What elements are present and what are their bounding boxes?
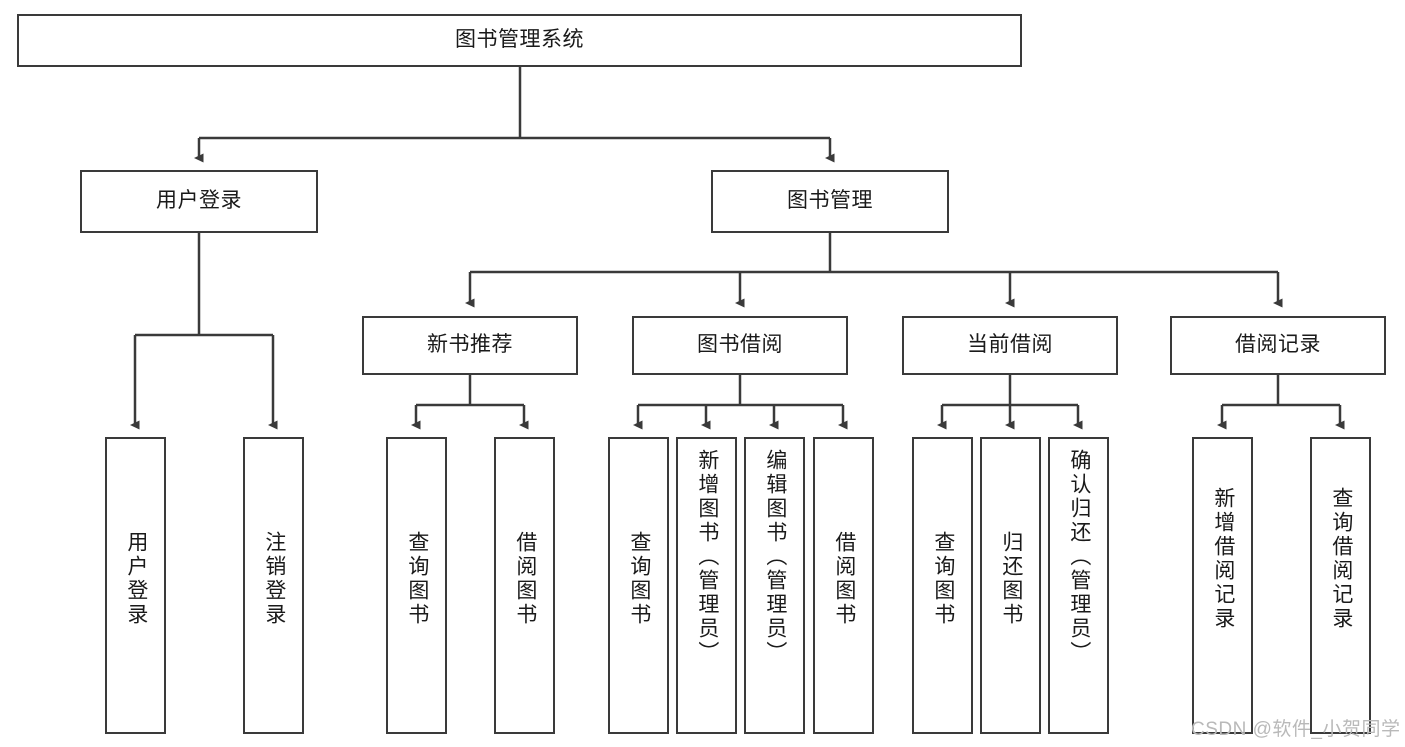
node-label: 查询图书: [405, 531, 429, 627]
node-new-book-recommend[interactable]: 新书推荐: [362, 316, 578, 375]
node-label: 查询借阅记录: [1329, 487, 1353, 631]
csdn-watermark: CSDN @软件_小贺同学: [1191, 719, 1401, 740]
leaf-new-book-borrow-book[interactable]: 借阅图书: [494, 437, 555, 734]
leaf-borrow-record-add-record[interactable]: 新增借阅记录: [1192, 437, 1253, 734]
node-user-login[interactable]: 用户登录: [80, 170, 318, 233]
node-label: 注销登录: [262, 531, 286, 627]
node-label: 用户登录: [156, 189, 242, 213]
leaf-book-borrow-borrow-book[interactable]: 借阅图书: [813, 437, 874, 734]
node-current-borrow[interactable]: 当前借阅: [902, 316, 1118, 375]
leaf-current-borrow-confirm-return-admin[interactable]: 确认归还（管理员）: [1048, 437, 1109, 734]
node-label: 编辑图书（管理员）: [763, 449, 787, 665]
node-label: 查询图书: [931, 531, 955, 627]
node-borrow-record[interactable]: 借阅记录: [1170, 316, 1386, 375]
leaf-current-borrow-return-book[interactable]: 归还图书: [980, 437, 1041, 734]
node-root-book-management-system[interactable]: 图书管理系统: [17, 14, 1022, 67]
node-label: 新书推荐: [427, 333, 513, 357]
node-label: 图书管理: [787, 189, 873, 213]
leaf-book-borrow-query-book[interactable]: 查询图书: [608, 437, 669, 734]
node-label: 图书借阅: [697, 333, 783, 357]
leaf-borrow-record-query-record[interactable]: 查询借阅记录: [1310, 437, 1371, 734]
node-label: 用户登录: [124, 531, 148, 627]
node-label: 新增图书（管理员）: [695, 449, 719, 665]
leaf-user-login-logout[interactable]: 注销登录: [243, 437, 304, 734]
node-label: 归还图书: [999, 531, 1023, 627]
node-label: 当前借阅: [967, 333, 1053, 357]
leaf-book-borrow-edit-book-admin[interactable]: 编辑图书（管理员）: [744, 437, 805, 734]
node-book-management[interactable]: 图书管理: [711, 170, 949, 233]
leaf-new-book-query-book[interactable]: 查询图书: [386, 437, 447, 734]
node-label: 借阅图书: [513, 531, 537, 627]
node-book-borrow[interactable]: 图书借阅: [632, 316, 848, 375]
node-label: 图书管理系统: [455, 28, 584, 52]
node-label: 借阅图书: [832, 531, 856, 627]
node-label: 新增借阅记录: [1211, 487, 1235, 631]
node-label: 确认归还（管理员）: [1067, 449, 1091, 665]
leaf-book-borrow-add-book-admin[interactable]: 新增图书（管理员）: [676, 437, 737, 734]
node-label: 查询图书: [627, 531, 651, 627]
node-label: 借阅记录: [1235, 333, 1321, 357]
leaf-user-login-login[interactable]: 用户登录: [105, 437, 166, 734]
leaf-current-borrow-query-book[interactable]: 查询图书: [912, 437, 973, 734]
